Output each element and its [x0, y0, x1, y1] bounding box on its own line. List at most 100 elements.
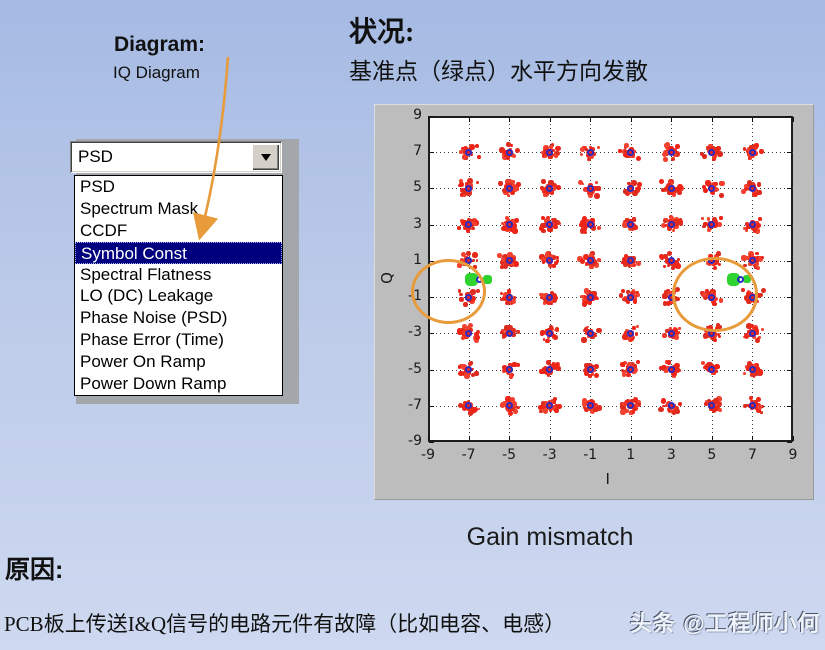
symbol-cluster-dot	[503, 149, 508, 154]
symbol-cluster-dot	[756, 404, 763, 411]
symbol-cluster-dot	[457, 226, 462, 230]
symbol-cluster-dot	[583, 366, 590, 373]
symbol-cluster-dot	[668, 327, 672, 332]
symbol-cluster-dot	[625, 190, 631, 196]
dropdown-item-spectral-flatness[interactable]: Spectral Flatness	[80, 264, 212, 284]
symbol-cluster-dot	[553, 298, 556, 302]
symbol-cluster-dot	[466, 228, 471, 233]
symbol-cluster-dot	[666, 263, 671, 268]
symbol-cluster-dot	[546, 373, 551, 377]
dropdown-item-phase-noise-psd-[interactable]: Phase Noise (PSD)	[80, 308, 228, 328]
x-tick-label: -1	[583, 447, 598, 463]
y-tick-label: 9	[413, 107, 422, 123]
symbol-cluster-dot	[545, 191, 550, 196]
symbol-cluster-dot	[471, 226, 475, 231]
symbol-cluster-dot	[756, 266, 761, 271]
dropdown-item-psd[interactable]: PSD	[80, 177, 115, 196]
symbol-cluster-dot	[670, 371, 675, 376]
symbol-cluster-dot	[589, 253, 593, 258]
y-tick-label: 3	[413, 215, 422, 232]
symbol-cluster-dot	[667, 410, 672, 414]
symbol-cluster-dot	[597, 258, 602, 263]
symbol-cluster-dot	[554, 150, 560, 157]
symbol-cluster-dot	[701, 154, 707, 160]
symbol-cluster-dot	[511, 332, 516, 337]
gridline-horizontal	[428, 405, 793, 407]
ideal-center-marker	[546, 184, 554, 192]
symbol-cluster-dot	[539, 226, 545, 232]
dropdown-item-ccdf[interactable]: CCDF	[80, 220, 128, 240]
symbol-cluster-dot	[666, 360, 671, 365]
symbol-cluster-dot	[577, 255, 583, 262]
axis-tick	[787, 260, 792, 262]
symbol-cluster-dot	[469, 144, 475, 151]
symbol-cluster-dot	[747, 362, 753, 368]
symbol-cluster-dot	[510, 328, 516, 334]
dropdown-item-power-on-ramp[interactable]: Power On Ramp	[80, 352, 206, 372]
symbol-cluster-dot	[465, 325, 471, 332]
symbol-cluster-dot	[460, 335, 465, 341]
ideal-center-marker	[708, 184, 716, 192]
symbol-cluster-dot	[754, 261, 760, 266]
symbol-cluster-dot	[511, 400, 517, 407]
x-tick-label: 1	[626, 447, 636, 463]
dropdown-item-spectrum-mask[interactable]: Spectrum Mask	[80, 198, 199, 218]
axis-tick	[468, 436, 470, 441]
diagram-subheading: IQ Diagram	[113, 63, 200, 82]
symbol-cluster-dot	[719, 216, 723, 220]
symbol-cluster-dot	[760, 328, 764, 332]
dropdown-item-phase-error-time-[interactable]: Phase Error (Time)	[80, 330, 224, 350]
combobox-dropdown-button[interactable]	[252, 144, 279, 170]
symbol-cluster-dot	[554, 327, 560, 332]
symbol-cluster-dot	[462, 193, 466, 197]
symbol-cluster-dot	[625, 300, 630, 305]
symbol-cluster-dot	[543, 297, 550, 304]
highlight-ellipse	[410, 259, 486, 325]
dropdown-item-lo-dc-leakage[interactable]: LO (DC) Leakage	[80, 286, 214, 306]
symbol-cluster-dot	[749, 373, 753, 377]
symbol-cluster-dot	[501, 187, 508, 194]
symbol-cluster-dot	[502, 253, 509, 260]
axis-tick	[590, 117, 592, 122]
symbol-cluster-dot	[541, 260, 546, 264]
symbol-cluster-dot	[501, 225, 507, 232]
symbol-cluster-dot	[743, 263, 747, 268]
symbol-cluster-dot	[661, 187, 666, 192]
symbol-cluster-dot	[553, 222, 558, 227]
symbol-cluster-dot	[700, 360, 706, 366]
symbol-cluster-dot	[582, 406, 586, 410]
symbol-cluster-dot	[461, 405, 468, 412]
symbol-cluster-dot	[543, 400, 549, 407]
symbol-cluster-dot	[621, 334, 628, 340]
ideal-center-marker	[586, 257, 594, 265]
symbol-cluster-dot	[713, 187, 718, 192]
symbol-cluster-dot	[672, 375, 676, 379]
symbol-cluster-dot	[555, 145, 561, 152]
symbol-cluster-dot	[500, 260, 505, 266]
axis-tick	[630, 117, 632, 122]
symbol-cluster-dot	[510, 143, 513, 147]
symbol-cluster-dot	[587, 362, 593, 367]
symbol-cluster-dot	[719, 180, 725, 186]
dropdown-item-symbol-const[interactable]: Symbol Const	[75, 241, 282, 264]
symbol-cluster-dot	[635, 260, 641, 266]
symbol-cluster-dot	[754, 258, 759, 264]
ideal-center-marker	[748, 184, 756, 192]
symbol-cluster-dot	[741, 255, 747, 261]
symbol-cluster-dot	[589, 146, 592, 150]
symbol-cluster-dot	[671, 192, 676, 197]
ideal-center-marker	[667, 148, 675, 156]
symbol-cluster-dot	[515, 181, 521, 188]
symbol-cluster-dot	[621, 372, 627, 377]
symbol-cluster-dot	[505, 396, 512, 402]
measurement-combobox[interactable]: PSD	[70, 141, 282, 173]
symbol-cluster-dot	[749, 323, 754, 329]
symbol-cluster-dot	[634, 186, 639, 191]
symbol-cluster-dot	[627, 182, 631, 185]
symbol-cluster-dot	[551, 182, 557, 189]
symbol-cluster-dot	[590, 371, 595, 376]
symbol-cluster-dot	[744, 365, 748, 369]
symbol-cluster-dot	[746, 223, 752, 230]
dropdown-item-power-down-ramp[interactable]: Power Down Ramp	[80, 374, 227, 394]
symbol-cluster-dot	[715, 251, 721, 257]
